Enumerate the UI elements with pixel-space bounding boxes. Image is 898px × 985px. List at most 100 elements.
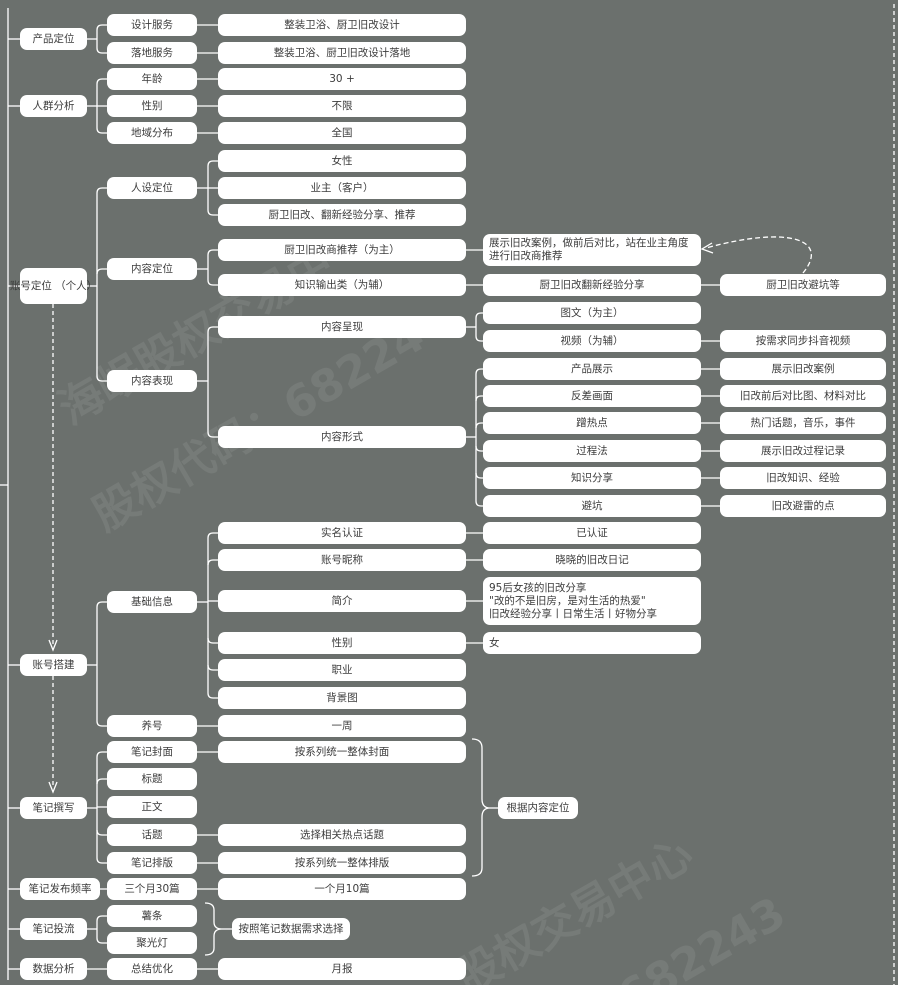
- node-huati: 话题: [107, 824, 197, 846]
- connector-line: [96, 751, 107, 758]
- connector-line: [96, 829, 107, 836]
- dashed-curve-arrow: [705, 236, 812, 274]
- node-shipin: 视频（为辅）: [483, 330, 701, 352]
- node-biji-zx: 笔记撰写: [20, 797, 87, 819]
- connector-line: [96, 857, 107, 864]
- connector-line: [475, 395, 483, 402]
- node-zhiye: 职业: [218, 659, 466, 681]
- node-xb: 性别: [218, 632, 466, 654]
- node-guocheng-v: 展示旧改过程记录: [720, 440, 886, 462]
- node-pinlv: 笔记发布频率: [20, 878, 100, 900]
- node-luodi-fuwu-v: 整装卫浴、厨卫旧改设计落地: [218, 42, 466, 64]
- connector-line: [207, 692, 218, 699]
- node-pinlv-v2: 一个月10篇: [218, 878, 466, 900]
- node-zhishi-fx: 知识分享: [483, 467, 701, 489]
- connector-line: [96, 268, 107, 275]
- node-bikeng-v: 旧改避雷的点: [720, 495, 886, 517]
- node-jichu-xinxi: 基础信息: [107, 591, 197, 613]
- connector-line: [96, 915, 107, 922]
- node-nicheng-v: 晓晓的旧改日记: [483, 549, 701, 571]
- node-zhanghao-dw: 账号定位 （个人）: [10, 268, 97, 304]
- node-diyu: 地域分布: [107, 122, 197, 144]
- node-nicheng: 账号昵称: [218, 549, 466, 571]
- node-zhishi-fx-v: 旧改知识、经验: [720, 467, 886, 489]
- node-paiban-v: 按系列统一整体排版: [218, 852, 466, 874]
- node-neirong-bx: 内容表现: [107, 370, 197, 392]
- connector-line: [475, 368, 483, 375]
- connector-line: [96, 720, 107, 727]
- connector-line: [207, 559, 218, 566]
- node-chanpin-zs-v: 展示旧改案例: [720, 358, 886, 380]
- connector-line: [475, 500, 483, 507]
- brace-line: [471, 738, 491, 877]
- node-biaoti: 标题: [107, 768, 197, 790]
- connector-line: [475, 472, 483, 479]
- arrow-head: [48, 781, 58, 794]
- node-neirong-xs: 内容形式: [218, 426, 466, 448]
- node-xingbie: 性别: [107, 95, 197, 117]
- node-zhanshi-anli: 展示旧改案例，做前后对比，站在业主角度进行旧改商推荐: [483, 234, 701, 266]
- node-toulie: 笔记投流: [20, 918, 87, 940]
- connector-line: [96, 127, 107, 134]
- node-nvxing: 女性: [218, 150, 466, 172]
- node-paiban: 笔记排版: [107, 852, 197, 874]
- connector-line: [96, 24, 107, 31]
- node-redian-v: 热门话题，音乐，事件: [720, 412, 886, 434]
- node-fengmian: 笔记封面: [107, 741, 197, 763]
- connector-line: [475, 335, 483, 342]
- node-jingyan-fenxiang: 厨卫旧改翻新经验分享: [483, 274, 701, 296]
- connector-line: [96, 778, 107, 785]
- node-yezhu: 业主（客户）: [218, 177, 466, 199]
- node-yanghao-v: 一周: [218, 715, 466, 737]
- node-guocheng: 过程法: [483, 440, 701, 462]
- node-bikeng-deng: 厨卫旧改避坑等: [720, 274, 886, 296]
- node-nianling: 年龄: [107, 68, 197, 90]
- node-sheji-fuwu-v: 整装卫浴、厨卫旧改设计: [218, 14, 466, 36]
- node-luodi-fuwu: 落地服务: [107, 42, 197, 64]
- node-shuju: 数据分析: [20, 958, 87, 980]
- node-cp-dingwei: 产品定位: [20, 28, 87, 50]
- node-bikeng: 避坑: [483, 495, 701, 517]
- node-zhishi-shuchu: 知识输出类（为辅）: [218, 274, 466, 296]
- connector-line: [96, 601, 107, 608]
- connector-line: [96, 47, 107, 54]
- connector-line: [475, 312, 483, 319]
- node-yuebao: 月报: [218, 958, 466, 980]
- connector-line: [96, 78, 107, 85]
- node-xingbie-v: 不限: [218, 95, 466, 117]
- node-zongjie: 总结优化: [107, 958, 197, 980]
- node-sheji-fuwu: 设计服务: [107, 14, 197, 36]
- node-chuwei-tuijian: 厨卫旧改商推荐（为主）: [218, 239, 466, 261]
- connector-line: [475, 422, 483, 429]
- node-douyin: 按需求同步抖音视频: [720, 330, 886, 352]
- node-huati-v: 选择相关热点话题: [218, 824, 466, 846]
- connector-line: [96, 187, 107, 194]
- arrow-head: [48, 639, 58, 652]
- connector-line: [207, 279, 218, 286]
- node-jianjie-v: 95后女孩的旧改分享 "改的不是旧房，是对生活的热爱" 旧改经验分享丨日常生活丨…: [483, 577, 701, 625]
- node-juguang: 聚光灯: [107, 932, 197, 954]
- node-neirong-dw: 内容定位: [107, 258, 197, 280]
- connector-line: [207, 249, 218, 256]
- node-zhanghao-dj: 账号搭建: [20, 654, 87, 676]
- node-shutiao: 薯条: [107, 905, 197, 927]
- node-jianjie: 简介: [218, 590, 466, 612]
- node-tuwen: 图文（为主）: [483, 302, 701, 324]
- connector-line: [96, 375, 107, 382]
- node-diyu-v: 全国: [218, 122, 466, 144]
- node-chuwei-fenxiang: 厨卫旧改、翻新经验分享、推荐: [218, 204, 466, 226]
- node-redian: 蹭热点: [483, 412, 701, 434]
- connector-line: [96, 937, 107, 944]
- node-xb-v: 女: [483, 632, 701, 654]
- node-genju: 根据内容定位: [498, 797, 578, 819]
- node-chanpin-zs: 产品展示: [483, 358, 701, 380]
- connector-line: [207, 637, 218, 644]
- connector-line: [207, 532, 218, 539]
- node-zhengwen: 正文: [107, 796, 197, 818]
- node-shiming: 实名认证: [218, 522, 466, 544]
- node-fancha-v: 旧改前后对比图、材料对比: [720, 385, 886, 407]
- connector-line: [207, 431, 218, 438]
- node-fancha: 反差画面: [483, 385, 701, 407]
